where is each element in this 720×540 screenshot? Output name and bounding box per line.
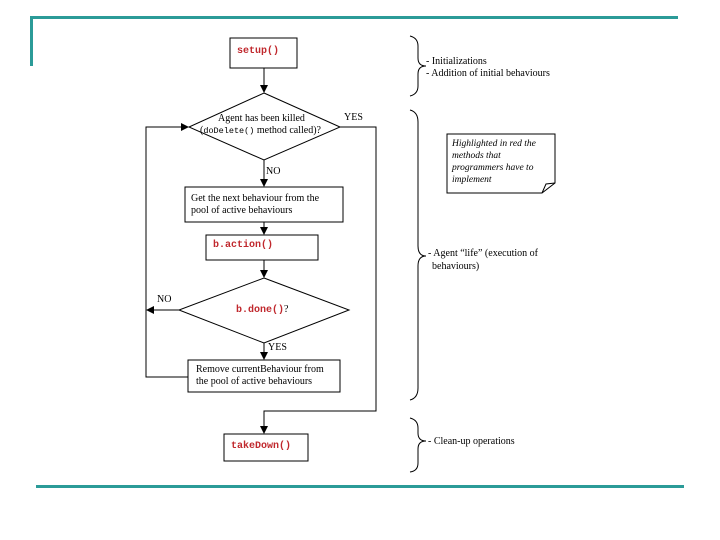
- annotation-cleanup: - Clean-up operations: [428, 436, 515, 447]
- done-q: ?: [284, 304, 289, 315]
- done-code: b.done(): [236, 305, 285, 316]
- done-label: b.done()?: [236, 304, 288, 317]
- brace-life: [409, 109, 427, 401]
- annotation-init-line2: - Addition of initial behaviours: [426, 68, 550, 79]
- yes-bottom-label: YES: [268, 342, 287, 353]
- next-behaviour-line2: pool of active behaviours: [191, 205, 293, 216]
- action-box: [205, 234, 319, 261]
- note-line3: programmers have to: [452, 163, 534, 173]
- no-left-label: NO: [157, 294, 172, 305]
- brace-init: [409, 35, 427, 97]
- annotation-life-line1: - Agent “life” (execution of: [428, 248, 538, 259]
- remove-line2: the pool of active behaviours: [196, 376, 313, 387]
- takedown-box: [223, 433, 309, 462]
- arrow-yes-to-takedown: [260, 126, 377, 434]
- killed-label-line2: (doDelete() method called)?: [200, 125, 321, 137]
- note-line4: implement: [452, 175, 492, 185]
- next-behaviour-box: [184, 186, 344, 223]
- setup-label: setup(): [237, 46, 280, 57]
- yes-top-label: YES: [344, 112, 363, 123]
- remove-box: [187, 359, 341, 393]
- note-line2: methods that: [452, 151, 501, 161]
- loop-back-line: [145, 123, 189, 378]
- next-behaviour-line1: Get the next behaviour from the: [191, 193, 320, 204]
- killed-paren: (: [200, 125, 204, 136]
- note-line1: Highlighted in red the: [452, 139, 536, 149]
- killed-label-line1: Agent has been killed: [218, 113, 305, 124]
- top-accent-bar: [30, 16, 678, 19]
- annotation-life-line2: behaviours): [432, 261, 480, 272]
- remove-line1: Remove currentBehaviour from: [196, 364, 324, 375]
- killed-code: doDelete(): [203, 126, 255, 136]
- left-accent-bar: [30, 16, 33, 66]
- note-fold: [541, 182, 556, 194]
- no-top-label: NO: [266, 166, 281, 177]
- note-shape: [446, 133, 556, 194]
- bottom-accent-bar: [36, 485, 684, 488]
- brace-cleanup: [409, 417, 427, 473]
- killed-rest: method called)?: [254, 125, 321, 136]
- annotation-init-line1: - Initializations: [426, 56, 487, 67]
- action-label: b.action(): [213, 240, 274, 251]
- takedown-label: takeDown(): [231, 441, 292, 452]
